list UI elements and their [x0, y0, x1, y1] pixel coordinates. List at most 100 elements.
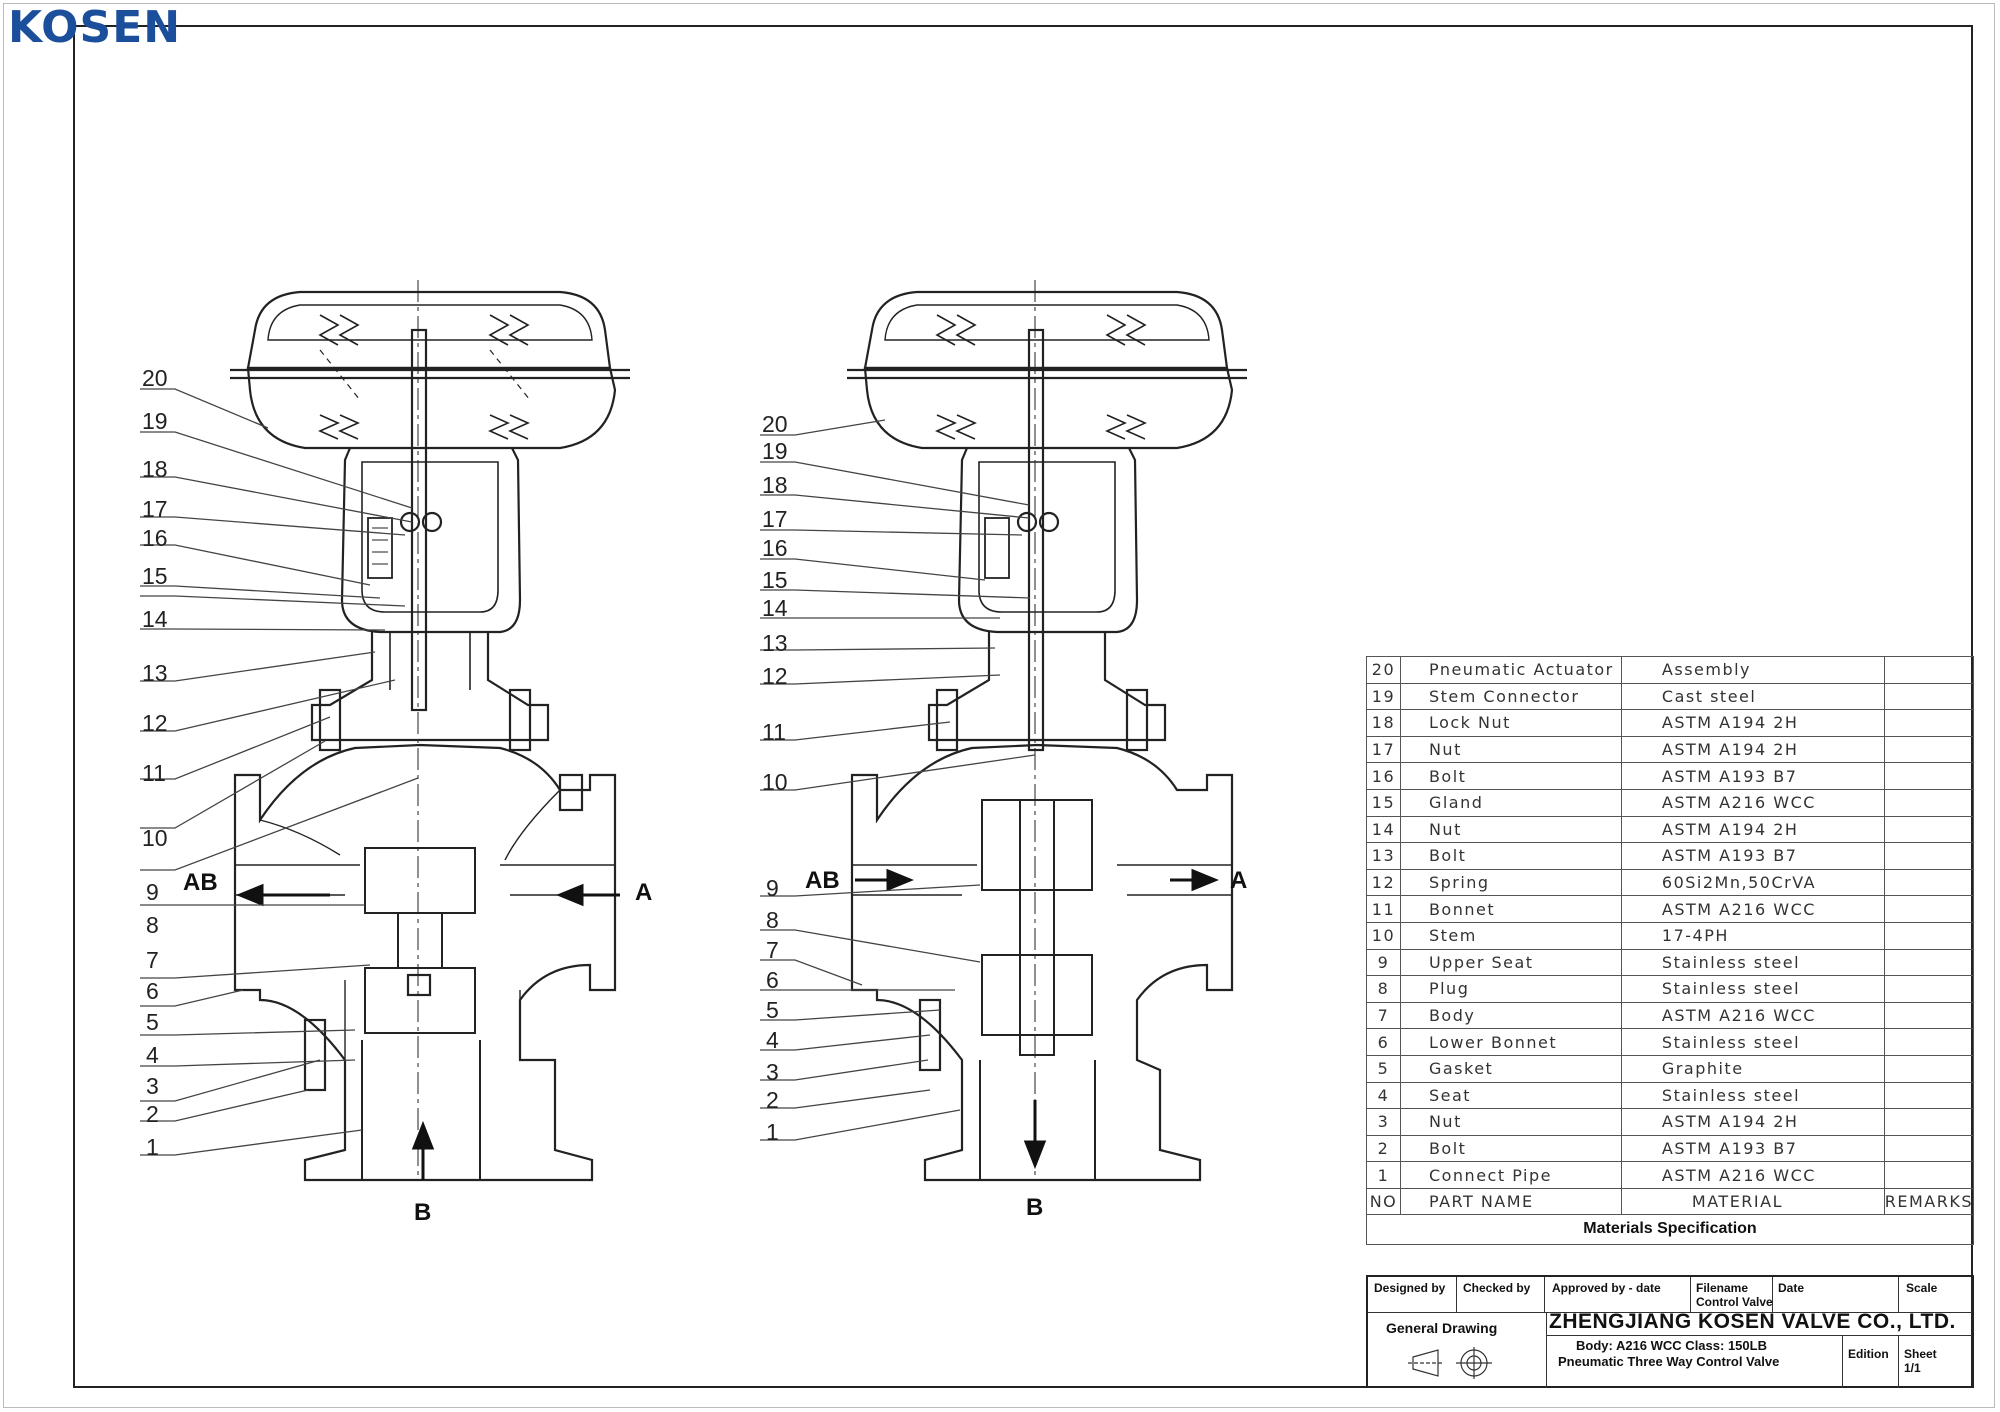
material-remarks-cell: [1883, 1028, 1975, 1056]
material-no-cell: 18: [1366, 709, 1401, 737]
material-remarks-cell: [1883, 656, 1975, 684]
material-material-cell: ASTM A193 B7: [1620, 842, 1885, 870]
callout-15: 15: [142, 563, 168, 589]
material-material-cell: ASTM A216 WCC: [1620, 895, 1885, 923]
callout-12: 12: [762, 663, 788, 689]
callout-6: 6: [766, 967, 779, 993]
outer-border: [3, 3, 1995, 1408]
material-no-cell: 2: [1366, 1134, 1401, 1163]
callout-5: 5: [766, 997, 779, 1023]
material-remarks-cell: [1883, 1134, 1975, 1163]
material-material-cell: ASTM A194 2H: [1620, 815, 1885, 844]
material-name-cell: Plug: [1399, 975, 1622, 1003]
material-name-cell: Nut: [1399, 815, 1622, 844]
material-material-cell: 60Si2Mn,50CrVA: [1620, 868, 1885, 897]
material-material-cell: Assembly: [1620, 656, 1885, 684]
material-no-cell: 13: [1366, 842, 1401, 870]
product-name: Pneumatic Three Way Control Valve: [1558, 1354, 1780, 1369]
port-a-label: A: [1230, 867, 1247, 894]
projection-symbol-icon: [1408, 1347, 1492, 1379]
material-material-cell: Graphite: [1620, 1054, 1885, 1083]
sheet-label: Sheet: [1904, 1347, 1937, 1361]
material-material-cell: ASTM A216 WCC: [1620, 1161, 1885, 1189]
material-no-cell: 4: [1366, 1081, 1401, 1110]
material-no-cell: 20: [1366, 656, 1401, 684]
callout-3: 3: [146, 1073, 159, 1099]
material-no-cell: 3: [1366, 1108, 1401, 1136]
title-block: Designed by Checked by Approved by - dat…: [1366, 1275, 1974, 1388]
material-name-cell: Stem Connector: [1399, 682, 1622, 711]
material-material-cell: ASTM A216 WCC: [1620, 788, 1885, 817]
bonnet: [310, 632, 550, 742]
material-name-cell: Seat: [1399, 1081, 1622, 1110]
material-material-cell: Stainless steel: [1620, 948, 1885, 977]
materials-caption: Materials Specification: [1366, 1213, 1974, 1245]
edition-label: Edition: [1848, 1347, 1889, 1361]
callout-14: 14: [142, 606, 168, 632]
material-name-cell: Nut: [1399, 735, 1622, 764]
material-remarks-cell: [1883, 948, 1975, 977]
materials-header-row: NO PART NAME MATERIAL REMARKS: [1366, 1187, 1975, 1216]
material-name-cell: Pneumatic Actuator: [1399, 656, 1622, 684]
callout-1: 1: [146, 1134, 159, 1160]
material-remarks-cell: [1883, 1108, 1975, 1136]
checked-by-label: Checked by: [1463, 1281, 1531, 1295]
material-material-cell: Stainless steel: [1620, 1081, 1885, 1110]
material-name-cell: Upper Seat: [1399, 948, 1622, 977]
material-remarks-cell: [1883, 788, 1975, 817]
material-remarks-cell: [1883, 709, 1975, 737]
callout-7: 7: [146, 947, 159, 973]
material-remarks-cell: [1883, 921, 1975, 950]
yoke: [340, 447, 522, 634]
material-name-cell: Stem: [1399, 921, 1622, 950]
sheet-value: 1/1: [1904, 1361, 1921, 1375]
material-remarks-cell: [1883, 1001, 1975, 1030]
material-remarks-cell: [1883, 975, 1975, 1003]
material-material-cell: Stainless steel: [1620, 1028, 1885, 1056]
material-no-cell: 5: [1366, 1054, 1401, 1083]
callout-7: 7: [766, 937, 779, 963]
callout-15: 15: [762, 567, 788, 593]
callout-20: 20: [142, 365, 168, 391]
date-label: Date: [1778, 1281, 1805, 1295]
material-no-cell: 10: [1366, 921, 1401, 950]
material-material-cell: ASTM A193 B7: [1620, 1134, 1885, 1163]
company-name: ZHENGJIANG KOSEN VALVE CO., LTD.: [1549, 1310, 1956, 1333]
material-name-cell: Bolt: [1399, 1134, 1622, 1163]
valve-body: [233, 743, 617, 1182]
material-material-cell: 17-4PH: [1620, 921, 1885, 950]
material-remarks-cell: [1883, 842, 1975, 870]
designed-by-label: Designed by: [1374, 1281, 1446, 1295]
material-material-cell: Cast steel: [1620, 682, 1885, 711]
body-class-text: Body: A216 WCC Class: 150LB: [1576, 1338, 1767, 1353]
callout-2: 2: [766, 1087, 779, 1113]
callout-14: 14: [762, 595, 788, 621]
left-valve-drawing: 20 19 18 17 16 15 14 13 12 11 10 9 8 7 6…: [140, 280, 652, 1226]
callout-16: 16: [142, 525, 168, 551]
callout-4: 4: [766, 1027, 779, 1053]
material-name-cell: Lower Bonnet: [1399, 1028, 1622, 1056]
callout-11: 11: [762, 719, 786, 745]
material-no-cell: 11: [1366, 895, 1401, 923]
flow-arrows-right: [855, 868, 1219, 1170]
material-name-cell: Bonnet: [1399, 895, 1622, 923]
callout-16: 16: [762, 535, 788, 561]
material-no-cell: 19: [1366, 682, 1401, 711]
material-material-cell: Stainless steel: [1620, 975, 1885, 1003]
callout-8: 8: [766, 907, 779, 933]
material-no-cell: 12: [1366, 868, 1401, 897]
material-no-cell: 14: [1366, 815, 1401, 844]
callout-17: 17: [142, 496, 168, 522]
material-name-cell: Lock Nut: [1399, 709, 1622, 737]
